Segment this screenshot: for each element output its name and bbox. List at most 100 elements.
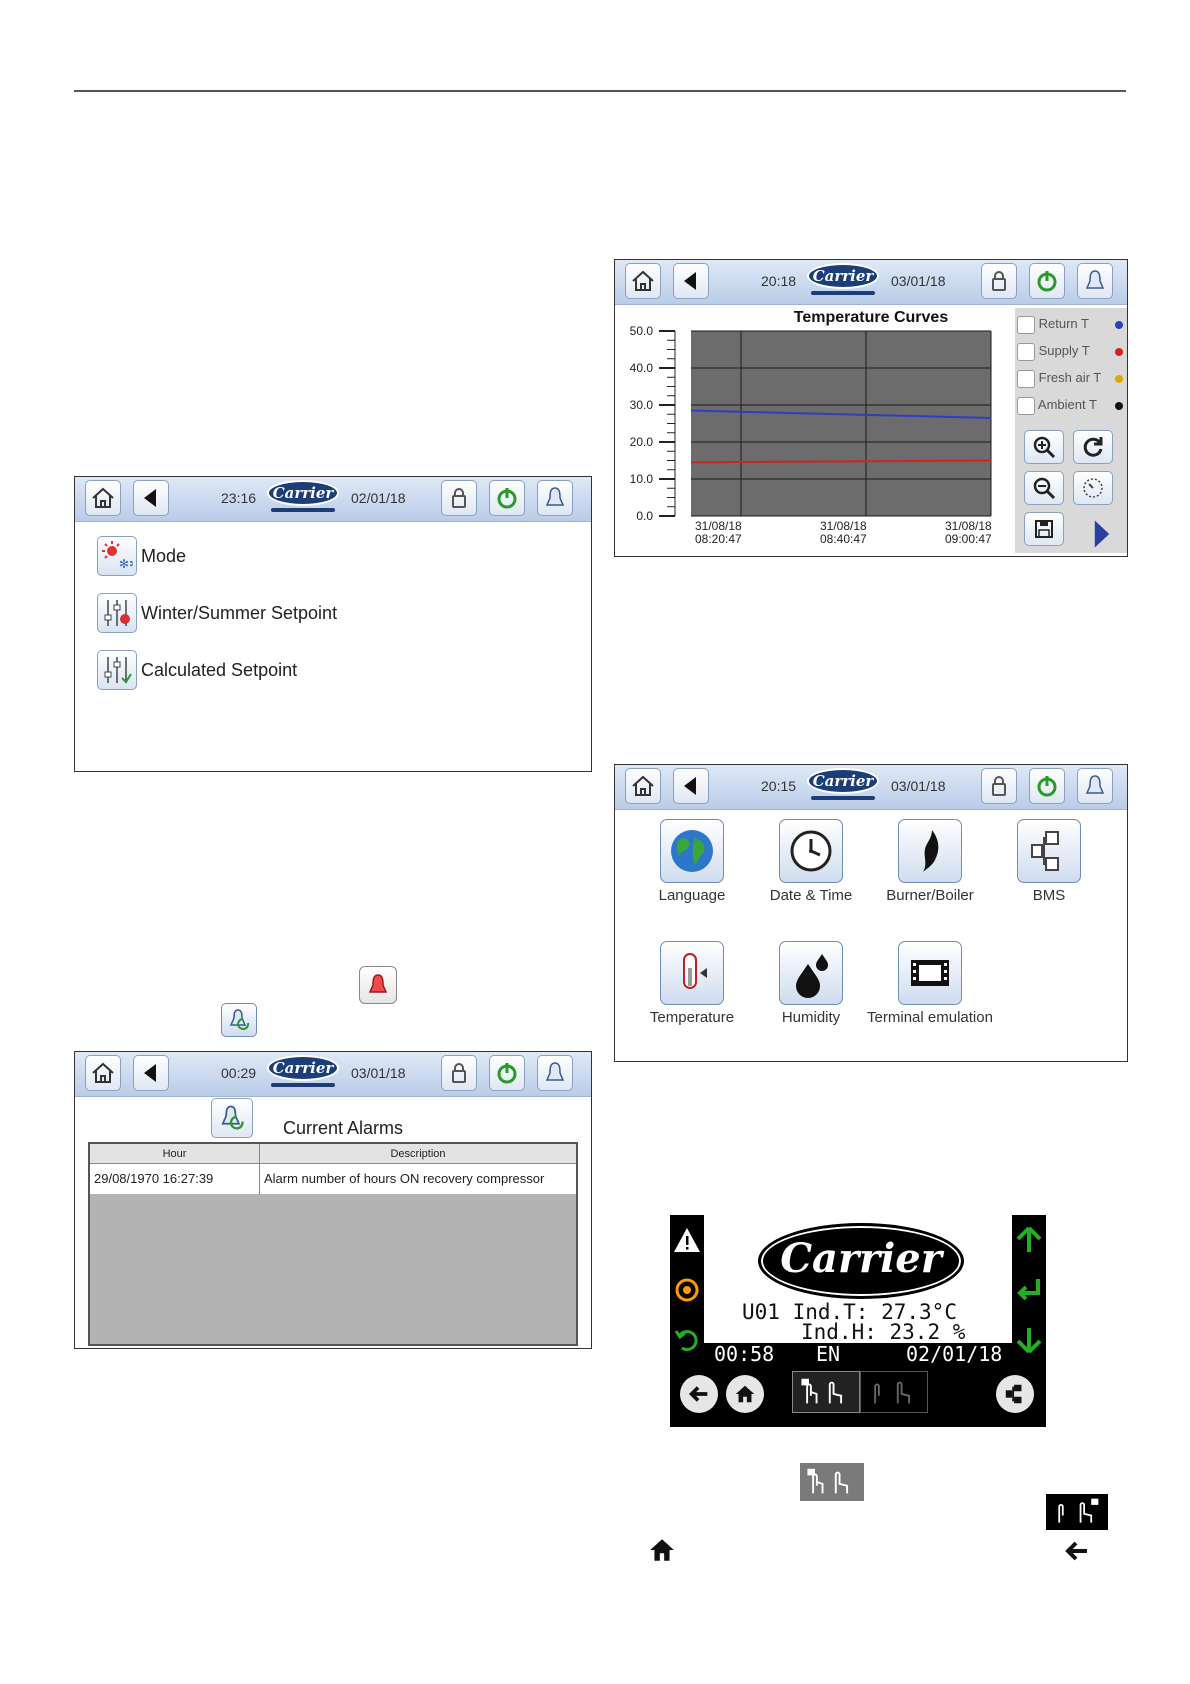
home-button[interactable] [625, 263, 661, 299]
back-arrow-icon [144, 1064, 156, 1082]
legend-item-return[interactable]: Return T [1017, 314, 1125, 334]
mode-icon: ✻✻ [97, 536, 137, 576]
program-circle-icon[interactable] [672, 1275, 702, 1305]
temperature-label: Temperature [649, 1009, 735, 1026]
terminal-emulation-button[interactable] [898, 941, 962, 1005]
legend-swatch [1115, 348, 1123, 356]
bms-label: BMS [1032, 887, 1066, 904]
save-button[interactable] [1024, 512, 1064, 546]
up-arrow-icon[interactable] [1014, 1225, 1044, 1255]
next-arrow-icon[interactable] [1093, 518, 1111, 550]
alarm-reset-button[interactable] [211, 1098, 253, 1138]
terminal-back-button[interactable] [680, 1375, 718, 1413]
flame-icon [923, 830, 939, 872]
legend-swatch [1115, 402, 1123, 410]
menu-item-label: Mode [141, 545, 187, 566]
x-axis: 31/08/1808:20:4731/08/1808:40:4731/08/18… [695, 519, 992, 546]
escape-icon[interactable] [672, 1325, 702, 1355]
alarm-bell-button[interactable] [537, 480, 573, 516]
lock-button[interactable] [441, 1055, 477, 1091]
legend-checkbox[interactable] [1017, 369, 1035, 388]
legend-swatch [1115, 321, 1123, 329]
terminal-unlock-gesture-button[interactable] [792, 1371, 860, 1413]
terminal-network-button[interactable] [996, 1375, 1034, 1413]
header-time: 20:18 [761, 273, 797, 289]
enter-icon[interactable] [1014, 1275, 1044, 1305]
power-button[interactable] [1029, 768, 1065, 804]
svg-text:✻✻: ✻✻ [119, 557, 133, 571]
alarm-reset-icon [229, 1009, 250, 1030]
home-button[interactable] [625, 768, 661, 804]
menu-item-calculated-setpoint[interactable]: Calculated Setpoint [97, 649, 297, 691]
carrier-logo: Carrier [267, 480, 339, 512]
burner-boiler-button[interactable] [898, 819, 962, 883]
page-top-rule [74, 90, 1126, 92]
floppy-disk-icon [1035, 520, 1053, 538]
back-button[interactable] [133, 1055, 169, 1091]
language-button[interactable] [660, 819, 724, 883]
legend-item-ambient[interactable]: Ambient T [1017, 395, 1125, 415]
table-cell-description[interactable]: Alarm number of hours ON recovery compre… [260, 1164, 576, 1194]
legend-item-supply[interactable]: Supply T [1017, 341, 1125, 361]
legend-item-fresh-air[interactable]: Fresh air T [1017, 368, 1125, 388]
plot-area [691, 331, 991, 516]
y-tick-label: 50.0 [630, 324, 654, 338]
bms-button[interactable] [1017, 819, 1081, 883]
screen-header: 20:15 Carrier 03/01/18 [615, 765, 1127, 810]
series-line [690, 459, 992, 464]
ind-t-label: Ind.T: [792, 1300, 869, 1324]
bell-icon [545, 1062, 565, 1081]
lock-button[interactable] [441, 480, 477, 516]
home-icon [92, 487, 114, 508]
legend-checkbox[interactable] [1017, 342, 1035, 361]
legend-swatch [1115, 375, 1123, 383]
temperature-button[interactable] [660, 941, 724, 1005]
drop-icon [796, 954, 828, 998]
humidity-button[interactable] [779, 941, 843, 1005]
language-label: Language [658, 887, 726, 904]
home-button[interactable] [85, 480, 121, 516]
terminal-lock-gesture-button[interactable] [860, 1371, 928, 1413]
power-button[interactable] [489, 480, 525, 516]
lock-icon [992, 776, 1006, 796]
menu-item-mode[interactable]: ✻✻ Mode [97, 535, 186, 577]
alarm-bell-button[interactable] [1077, 768, 1113, 804]
back-button[interactable] [673, 263, 709, 299]
ind-h-label: Ind.H: [801, 1320, 877, 1344]
table-cell-hour[interactable]: 29/08/1970 16:27:39 [90, 1164, 260, 1194]
lock-button[interactable] [981, 768, 1017, 804]
status-time: 00:58 [714, 1342, 775, 1366]
menu-item-winter-summer-setpoint[interactable]: Winter/Summer Setpoint [97, 592, 337, 634]
column-header-hour[interactable]: Hour [90, 1144, 260, 1164]
back-arrow-icon [144, 489, 156, 507]
down-arrow-icon[interactable] [1014, 1325, 1044, 1355]
home-button[interactable] [85, 1055, 121, 1091]
power-button[interactable] [489, 1055, 525, 1091]
back-button[interactable] [673, 768, 709, 804]
legend-checkbox[interactable] [1017, 396, 1035, 415]
alarm-bell-button[interactable] [537, 1055, 573, 1091]
film-icon [911, 960, 949, 986]
header-date: 03/01/18 [891, 778, 946, 794]
ind-h-value: 23.2 % [889, 1320, 966, 1344]
column-header-description[interactable]: Description [260, 1144, 576, 1164]
power-button[interactable] [1029, 263, 1065, 299]
unit-code: U01 [742, 1300, 780, 1324]
x-tick-time: 08:40:47 [820, 532, 867, 546]
legend-checkbox[interactable] [1017, 315, 1035, 334]
alarms-table: Hour Description 29/08/1970 16:27:39 Ala… [88, 1142, 578, 1346]
zoom-out-button[interactable] [1024, 471, 1064, 505]
time-range-button[interactable] [1073, 471, 1113, 505]
zoom-in-button[interactable] [1024, 430, 1064, 464]
back-button[interactable] [133, 480, 169, 516]
y-tick-label: 10.0 [630, 472, 654, 486]
alarm-warning-icon[interactable] [672, 1225, 702, 1255]
terminal-home-button[interactable] [726, 1375, 764, 1413]
y-tick-label: 20.0 [630, 435, 654, 449]
date-time-button[interactable] [779, 819, 843, 883]
refresh-button[interactable] [1073, 430, 1113, 464]
lock-button[interactable] [981, 263, 1017, 299]
home-icon [632, 270, 654, 291]
alarm-bell-button[interactable] [1077, 263, 1113, 299]
x-tick-time: 08:20:47 [695, 532, 742, 546]
